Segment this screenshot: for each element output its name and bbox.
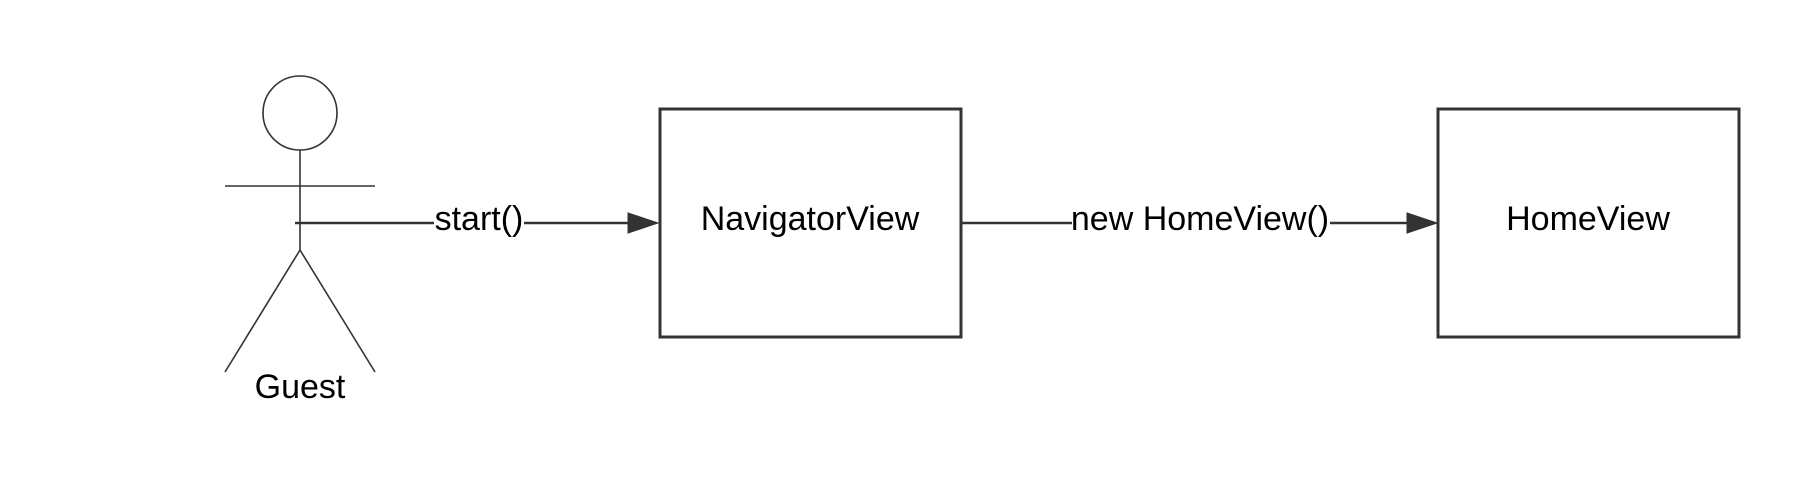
box-navigatorview: NavigatorView: [658, 107, 963, 339]
box-navigatorview-label: NavigatorView: [701, 200, 920, 238]
actor-right-leg: [299, 249, 376, 373]
message-new-homeview-label: new HomeView(): [1071, 200, 1329, 238]
box-homeview: HomeView: [1436, 107, 1741, 339]
actor-guest: Guest: [224, 75, 376, 406]
box-navigatorview-rect: [658, 107, 963, 339]
message-start: start(): [295, 200, 660, 242]
message-start-label: start(): [435, 200, 524, 238]
message-start-arrowhead: [627, 212, 660, 234]
box-homeview-label: HomeView: [1506, 200, 1670, 238]
message-new-homeview-label-bg: [1072, 202, 1330, 242]
actor-head: [262, 75, 338, 151]
message-start-label-bg: [434, 202, 524, 242]
box-homeview-rect: [1436, 107, 1741, 339]
actor-label: Guest: [255, 368, 346, 406]
actor-left-leg: [224, 249, 301, 373]
message-new-homeview: new HomeView(): [962, 200, 1439, 242]
message-new-homeview-arrowhead: [1406, 212, 1439, 234]
